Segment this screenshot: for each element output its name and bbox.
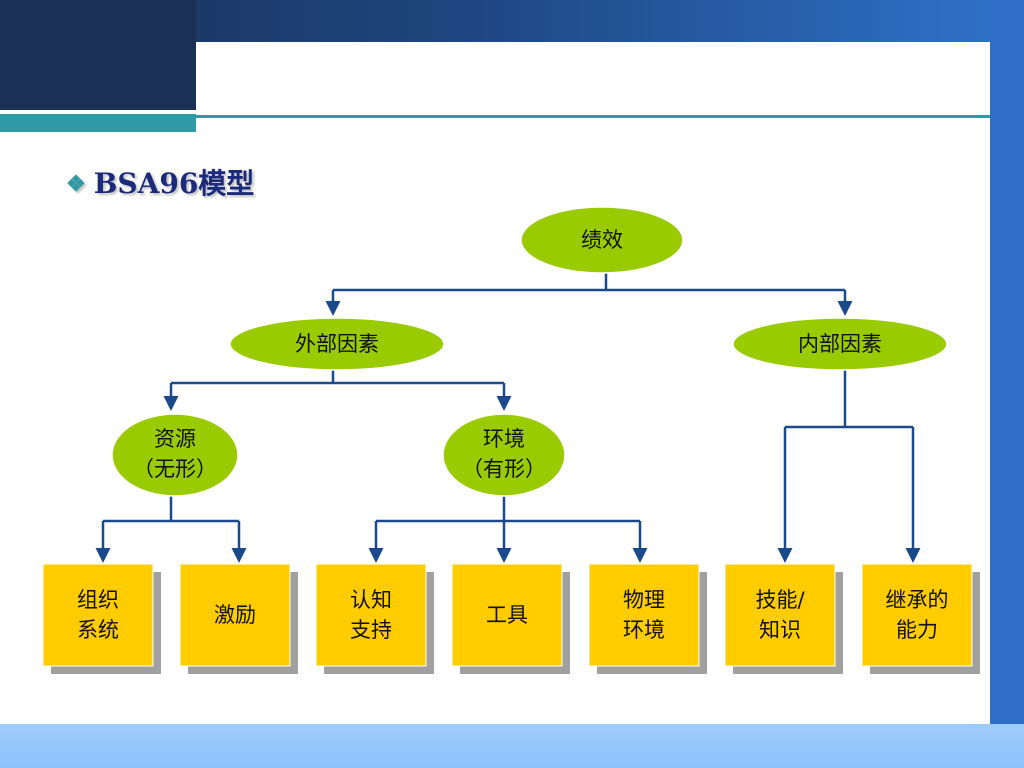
box-tools-shape [451,563,563,667]
slide-title: ❖ BSA96模型 [66,162,254,202]
connector-internal-split [785,368,913,429]
box-cognitive-support-shape [315,563,427,667]
node-external-shape [229,317,445,371]
slide-title-text: BSA96模型 [93,167,255,200]
right-side-bar [990,0,1024,750]
box-skills-knowledge-shape [724,563,836,667]
box-inherited-ability-shape [861,563,973,667]
teal-accent-line [196,115,1024,118]
node-environment-shape [442,413,566,497]
footer-bar [0,724,1024,768]
teal-accent-strip [0,114,196,132]
connector-resources-split [103,496,239,523]
node-internal-shape [732,317,948,371]
node-resources-shape [111,413,239,497]
box-physical-environment-shape [588,563,700,667]
connector-root-split [333,272,845,292]
diamond-bullet-icon: ❖ [66,171,86,197]
header-corner-block [0,0,196,110]
box-organization-system-shape [42,563,154,667]
box-incentive-shape [179,563,291,667]
connector-environment-split [376,496,640,523]
node-root-shape [520,206,684,274]
